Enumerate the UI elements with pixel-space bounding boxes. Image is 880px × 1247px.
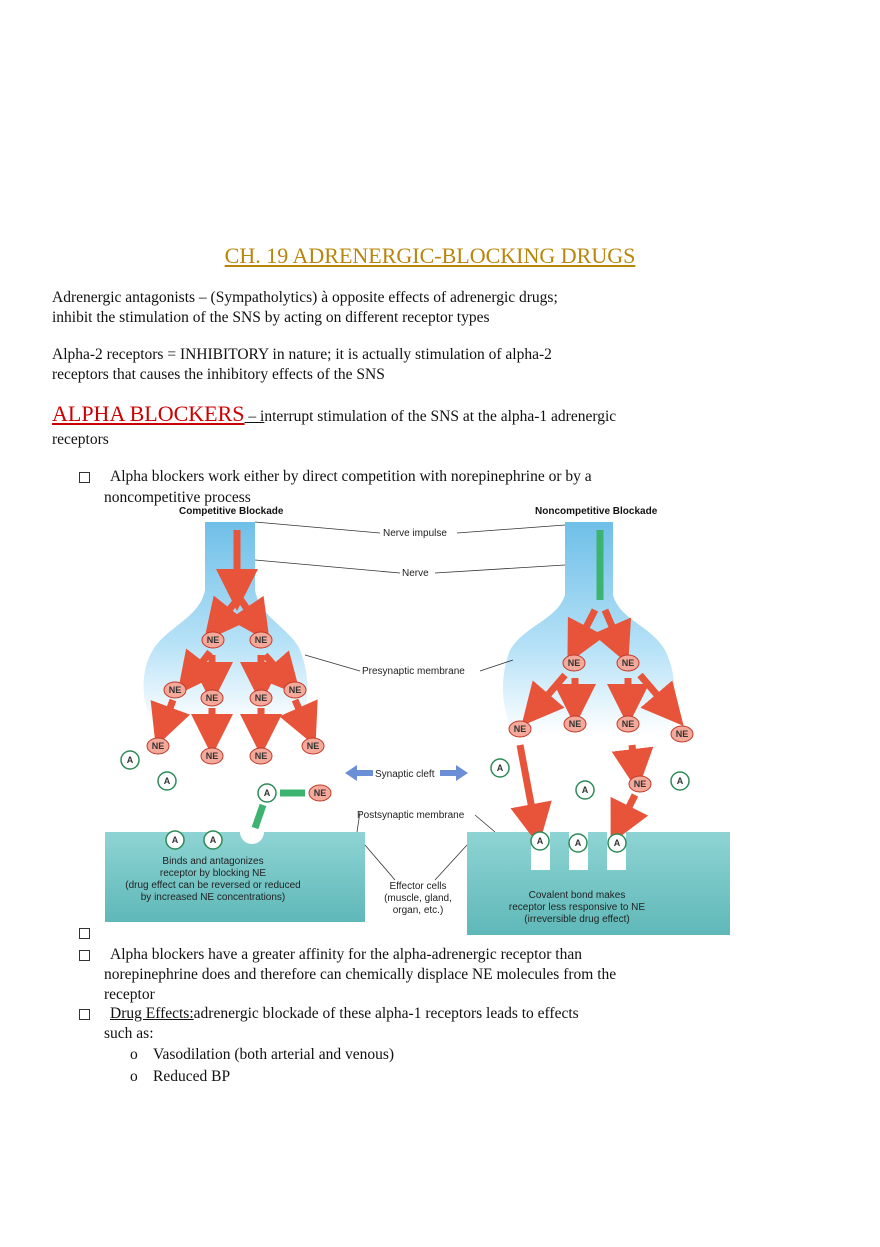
bullet-box-icon [79, 928, 90, 939]
synaptic-cleft-arrows [345, 765, 468, 781]
label-nerve: Nerve [402, 568, 429, 579]
svg-text:A: A [537, 836, 544, 846]
bullet-box-icon [79, 472, 90, 483]
label-leader-lines [254, 521, 566, 881]
sub-bullet-1: Vasodilation (both arterial and venous) [153, 1046, 395, 1063]
svg-text:A: A [210, 835, 217, 845]
svg-text:NE: NE [622, 658, 635, 668]
svg-text:NE: NE [207, 635, 220, 645]
left-effector-cell [105, 832, 365, 922]
intro-line-1: Adrenergic antagonists – (Sympatholytics… [52, 289, 558, 306]
svg-text:A: A [172, 835, 179, 845]
label-postsynaptic-membrane: Postsynaptic membrane [357, 810, 465, 821]
left-caption-4: by increased NE concentrations) [141, 892, 286, 903]
svg-text:NE: NE [514, 724, 527, 734]
drug-effects-label: Drug Effects: [110, 1005, 194, 1022]
drug-arrows [251, 530, 604, 830]
svg-text:A: A [127, 755, 134, 765]
bullet-box-icon [79, 1009, 90, 1020]
svg-text:NE: NE [568, 658, 581, 668]
right-effector-cell [467, 832, 730, 935]
section-text: nterrupt stimulation of the SNS at the a… [264, 408, 617, 425]
svg-text:A: A [164, 776, 171, 786]
sub-bullet-marker: o [130, 1068, 138, 1085]
left-caption-2: receptor by blocking NE [160, 868, 266, 879]
right-caption-2: receptor less responsive to NE [509, 902, 646, 913]
svg-text:NE: NE [569, 719, 582, 729]
ne-molecules-right: NE NE NE NE NE NE NE [508, 654, 694, 793]
section-dash: – i [244, 408, 265, 425]
right-caption-1: Covalent bond makes [529, 890, 626, 901]
intro-line-2: inhibit the stimulation of the SNS by ac… [52, 309, 490, 326]
label-presynaptic-membrane: Presynaptic membrane [362, 666, 465, 677]
svg-text:NE: NE [289, 685, 302, 695]
section-line-2: receptors [52, 431, 109, 448]
bullet-3-line-1: Alpha blockers have a greater affinity f… [110, 946, 582, 963]
sub-bullet-2: Reduced BP [153, 1068, 231, 1085]
alpha-blockade-diagram: Competitive Blockade Noncompetitive Bloc… [105, 506, 730, 935]
left-caption-1: Binds and antagonizes [162, 856, 263, 867]
bullet-box-icon [79, 950, 90, 961]
left-ne-release-arrows [150, 530, 318, 756]
label-nerve-impulse: Nerve impulse [383, 528, 447, 539]
page-title: CH. 19 ADRENERGIC-BLOCKING DRUGS [224, 243, 636, 268]
bullet-1-line-1: Alpha blockers work either by direct com… [110, 468, 592, 485]
bullet-4-line-2: such as: [104, 1025, 154, 1042]
section-heading: ALPHA BLOCKERS [52, 401, 245, 426]
svg-text:NE: NE [634, 779, 647, 789]
label-effector-3: organ, etc.) [393, 905, 444, 916]
svg-text:NE: NE [676, 729, 689, 739]
label-effector-2: (muscle, gland, [384, 893, 452, 904]
alpha2-line-2: receptors that causes the inhibitory eff… [52, 366, 385, 383]
alpha-blocker-molecules: A A A A A A A A A A A [120, 750, 690, 853]
bullet-3-line-2: norepinephrine does and therefore can ch… [104, 966, 617, 983]
alpha2-line-1: Alpha-2 receptors = INHIBITORY in nature… [52, 346, 552, 363]
svg-text:NE: NE [152, 741, 165, 751]
left-caption-3: (drug effect can be reversed or reduced [125, 880, 300, 891]
svg-text:A: A [497, 763, 504, 773]
bullet-3-line-3: receptor [104, 986, 155, 1003]
right-caption-3: (irreversible drug effect) [524, 914, 629, 925]
sub-bullet-marker: o [130, 1046, 138, 1063]
svg-text:NE: NE [206, 751, 219, 761]
section-alpha-blockers: ALPHA BLOCKERS – interrupt stimulation o… [52, 403, 616, 427]
svg-text:NE: NE [206, 693, 219, 703]
svg-text:NE: NE [169, 685, 182, 695]
svg-text:A: A [614, 838, 621, 848]
left-diagram-title: Competitive Blockade [179, 506, 284, 517]
svg-text:NE: NE [255, 635, 268, 645]
drug-effects-text: adrenergic blockade of these alpha-1 rec… [193, 1005, 579, 1022]
bullet-1-line-2: noncompetitive process [104, 489, 251, 506]
label-synaptic-cleft: Synaptic cleft [375, 769, 435, 780]
svg-text:A: A [264, 788, 271, 798]
right-diagram-title: Noncompetitive Blockade [535, 506, 658, 517]
svg-text:NE: NE [622, 719, 635, 729]
svg-text:NE: NE [307, 741, 320, 751]
right-ne-release-arrows [510, 608, 684, 846]
bullet-4-line-1: Drug Effects:adrenergic blockade of thes… [110, 1003, 579, 1024]
svg-text:A: A [582, 785, 589, 795]
svg-text:A: A [575, 838, 582, 848]
svg-text:NE: NE [255, 693, 268, 703]
svg-text:A: A [677, 776, 684, 786]
ne-molecules-left: NE NE NE NE NE NE NE NE NE NE NE [146, 631, 332, 802]
svg-text:NE: NE [314, 788, 327, 798]
svg-text:NE: NE [255, 751, 268, 761]
label-effector-1: Effector cells [389, 881, 446, 892]
